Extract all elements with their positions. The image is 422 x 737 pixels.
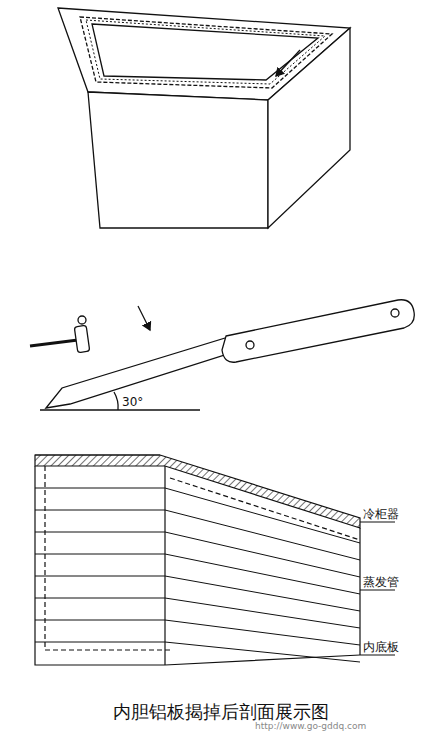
evaporator-tube [35, 554, 360, 594]
knife-and-hammer [30, 300, 414, 410]
evaporator-tube [35, 642, 360, 662]
evaporator-tube [35, 598, 360, 628]
caption: 内胆铝板揭掉后剖面展示图 [113, 702, 329, 722]
part-label: 蒸发管 [363, 576, 399, 589]
evaporator-tube [35, 576, 360, 611]
part-label: 冷柜器 [363, 508, 399, 521]
evaporator-tube [35, 620, 360, 645]
part-label: 内底板 [363, 641, 399, 654]
section-view [35, 455, 395, 665]
cabinet-top-view [58, 8, 350, 228]
evaporator-tube [35, 488, 360, 543]
angle-label: 30° [122, 396, 143, 409]
watermark: http://www.go-gddq.com [255, 722, 366, 732]
evaporator-tube [35, 510, 360, 560]
evaporator-tubes [35, 488, 360, 662]
